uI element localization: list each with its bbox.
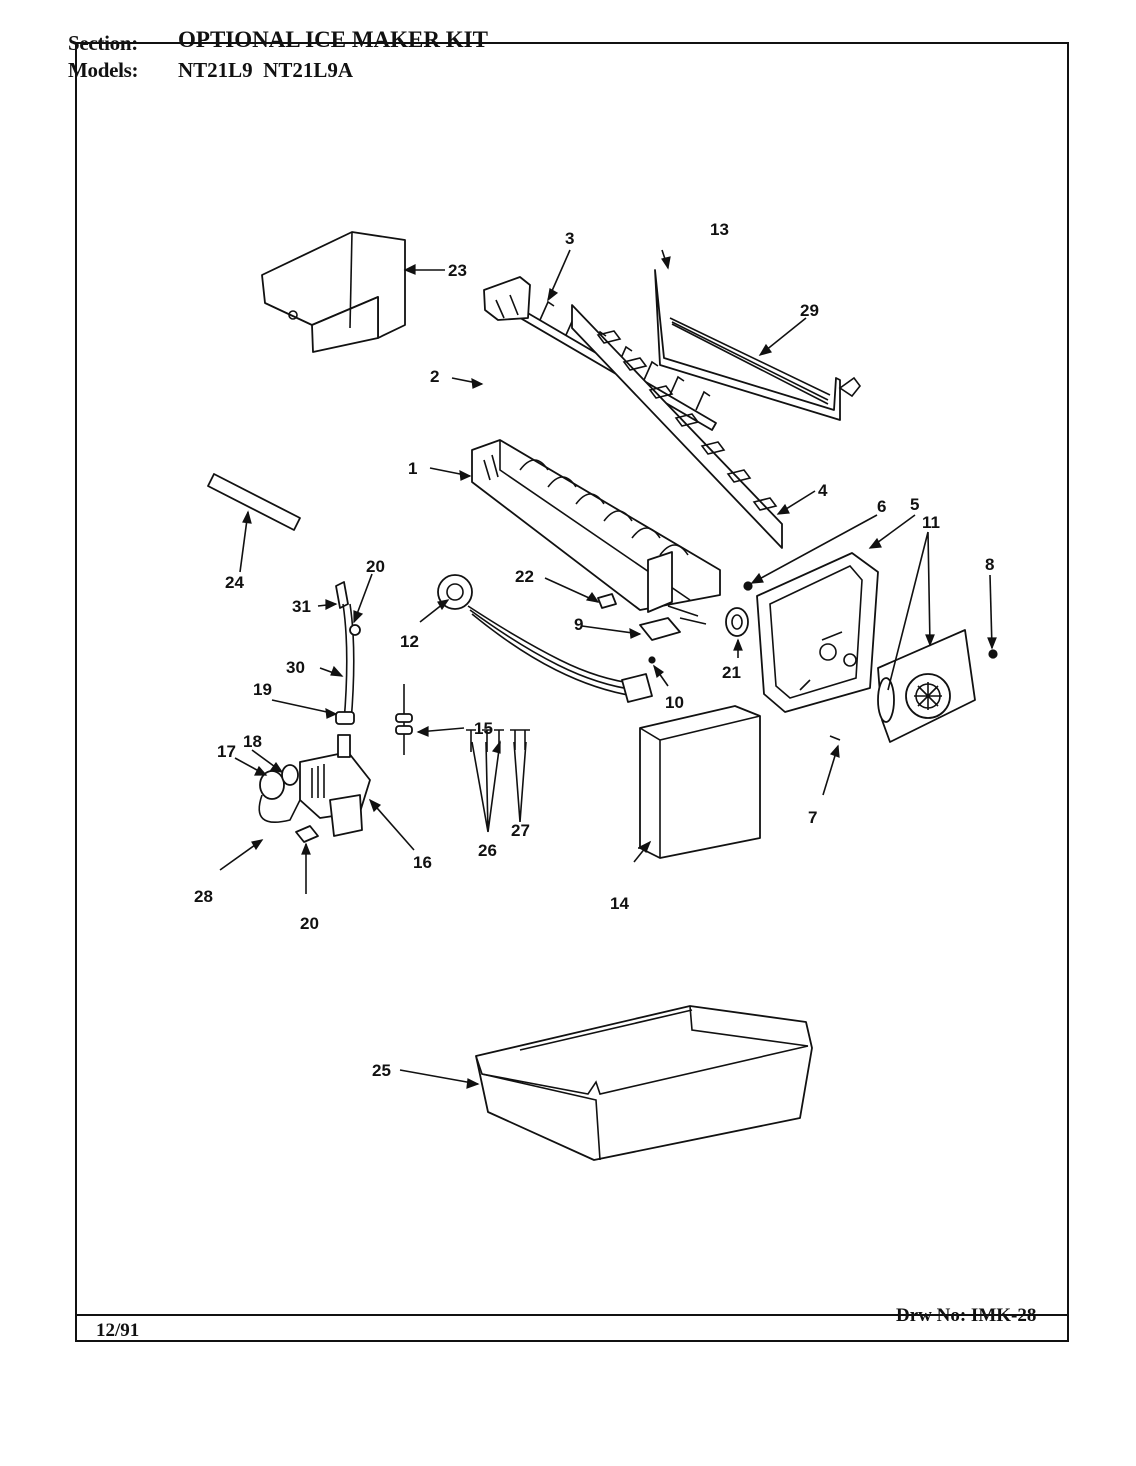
part-tube-24 xyxy=(207,473,301,531)
callout-9: 9 xyxy=(574,615,583,634)
part-wire-harness xyxy=(437,574,653,703)
part-coupler xyxy=(725,607,749,637)
part-water-tube xyxy=(335,581,361,725)
part-screw-6 xyxy=(743,581,753,591)
callout-11: 11 xyxy=(922,513,940,532)
models-label: Models: xyxy=(68,58,139,82)
part-mold xyxy=(471,439,721,611)
part-screws-26-27 xyxy=(466,729,530,752)
footer-divider xyxy=(75,1314,1069,1316)
callout-29: 29 xyxy=(800,301,819,320)
drawing-number: Drw No: IMK-28 xyxy=(896,1305,1037,1326)
callout-30: 30 xyxy=(286,658,305,677)
part-ice-bin xyxy=(475,1005,813,1161)
leader-lines xyxy=(219,249,997,1089)
callout-24: 24 xyxy=(225,573,244,592)
part-valve-fittings xyxy=(258,764,301,824)
part-cover-box xyxy=(639,705,761,859)
part-bracket xyxy=(483,276,531,321)
part-motor-plate xyxy=(877,629,976,743)
part-tube-coupling xyxy=(395,684,413,755)
callout-20-upper: 20 xyxy=(366,557,385,576)
callout-4: 4 xyxy=(818,481,828,500)
callout-5: 5 xyxy=(910,495,919,514)
callout-3: 3 xyxy=(565,229,574,248)
callout-13: 13 xyxy=(710,220,729,239)
callout-21: 21 xyxy=(722,663,741,682)
callout-16: 16 xyxy=(413,853,432,872)
callout-23: 23 xyxy=(448,261,467,280)
callout-14: 14 xyxy=(610,894,629,913)
drawing-frame xyxy=(75,42,1069,1342)
part-screw-7 xyxy=(829,735,841,741)
part-small-hardware xyxy=(597,551,707,664)
part-housing xyxy=(756,552,879,713)
callout-1: 1 xyxy=(408,459,417,478)
callout-25: 25 xyxy=(372,1061,391,1080)
callout-labels: 1 2 3 4 5 6 7 8 9 10 11 12 13 14 15 16 1… xyxy=(194,220,994,1080)
callout-12: 12 xyxy=(400,632,419,651)
part-water-valve xyxy=(299,734,371,837)
part-stripper xyxy=(571,304,783,549)
callout-17: 17 xyxy=(217,742,236,761)
part-clamp xyxy=(295,825,319,843)
models-list: NT21L9 NT21L9A xyxy=(178,58,354,82)
callout-2: 2 xyxy=(430,367,439,386)
callout-8: 8 xyxy=(985,555,994,574)
section-title: OPTIONAL ICE MAKER KIT xyxy=(178,27,488,52)
callout-18: 18 xyxy=(243,732,262,751)
part-shield xyxy=(654,269,862,421)
callout-15: 15 xyxy=(474,719,493,738)
callout-10: 10 xyxy=(665,693,684,712)
drawing-date: 12/91 xyxy=(96,1320,140,1341)
part-screw-8 xyxy=(988,649,998,659)
callout-31: 31 xyxy=(292,597,311,616)
callout-6: 6 xyxy=(877,497,886,516)
callout-7: 7 xyxy=(808,808,817,827)
part-fill-cup xyxy=(261,231,406,353)
callout-27: 27 xyxy=(511,821,530,840)
callout-19: 19 xyxy=(253,680,272,699)
callout-28: 28 xyxy=(194,887,213,906)
callout-20-lower: 20 xyxy=(300,914,319,933)
callout-26: 26 xyxy=(478,841,497,860)
callout-22: 22 xyxy=(515,567,534,586)
